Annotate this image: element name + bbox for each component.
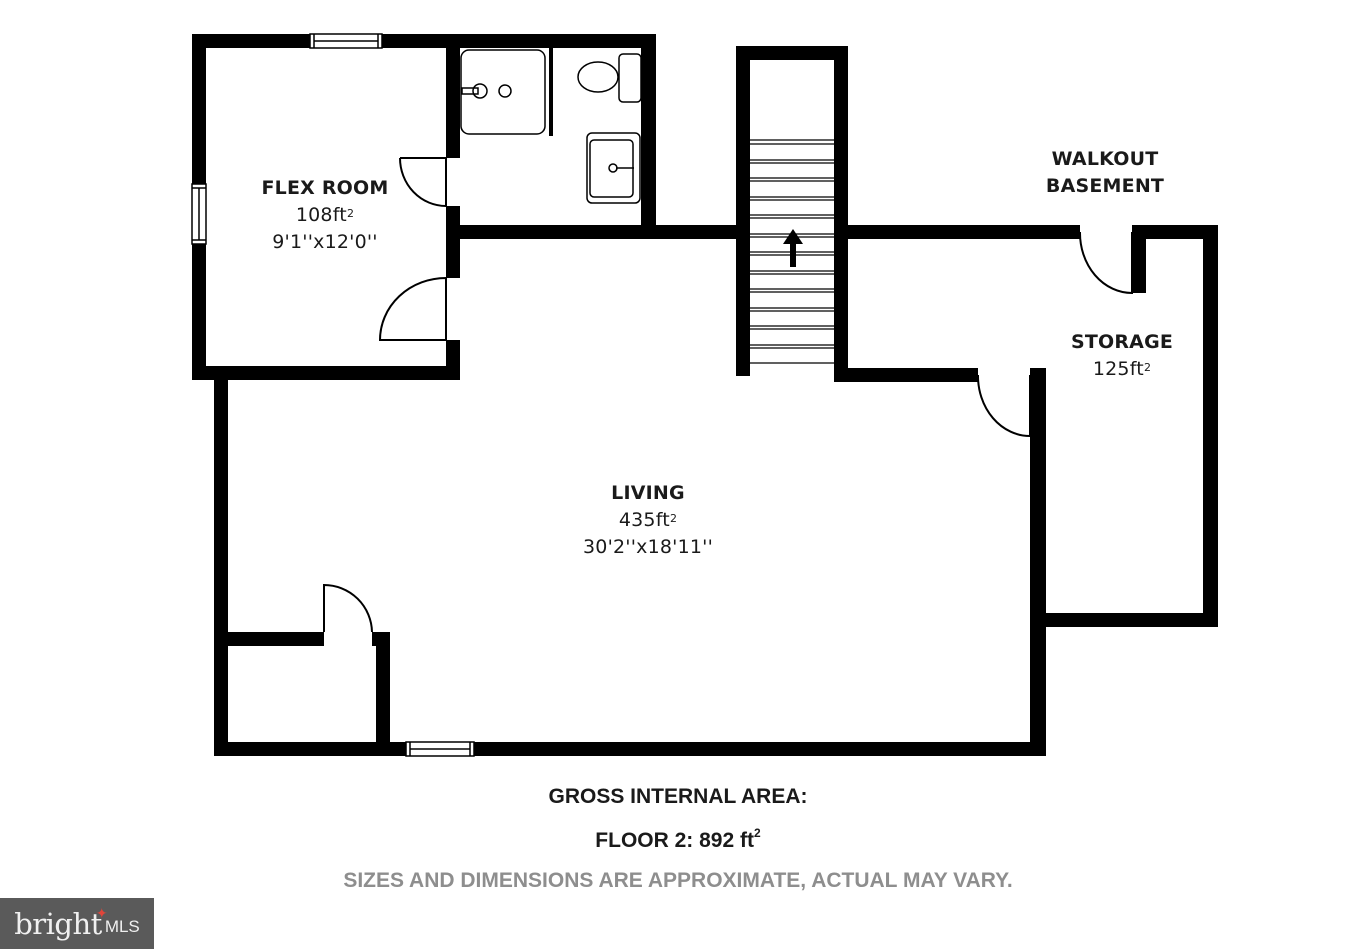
door-flex: [378, 277, 447, 341]
room-area: 108ft2: [295, 204, 355, 226]
stair-treads: [750, 139, 834, 364]
room-label-flex-room: FLEX ROOM 108ft2 9'1''x12'0'': [262, 175, 389, 256]
room-area: 125ft2: [1092, 358, 1152, 380]
floor-total-area: FLOOR 2: 892 ft2: [595, 826, 761, 852]
arrow-up-icon: [783, 229, 803, 267]
room-label-storage: STORAGE 125ft2: [1071, 329, 1173, 383]
window-living-bottom: [405, 741, 475, 757]
room-name: LIVING: [611, 482, 685, 504]
windows: [191, 33, 475, 757]
room-dimensions: 9'1''x12'0'': [272, 231, 378, 253]
walkout-line-2: BASEMENT: [1045, 175, 1165, 197]
window-flex-top: [309, 33, 383, 49]
room-area: 435ft2: [618, 509, 678, 531]
room-name: STORAGE: [1070, 331, 1174, 353]
room-name: FLEX ROOM: [261, 177, 389, 199]
sink-icon: [586, 132, 641, 204]
walls: [192, 34, 1218, 756]
room-label-living: LIVING 435ft2 30'2''x18'11'': [583, 480, 713, 561]
window-flex-left: [191, 183, 207, 245]
gross-internal-area-title: GROSS INTERNAL AREA:: [548, 785, 808, 808]
door-storage: [976, 374, 1031, 438]
logo-suffix: MLS: [104, 916, 140, 936]
toilet-icon: [577, 53, 642, 103]
room-label-walkout-basement: WALKOUT BASEMENT: [1046, 146, 1164, 200]
disclaimer-text: SIZES AND DIMENSIONS ARE APPROXIMATE, AC…: [343, 869, 1013, 892]
room-dimensions: 30'2''x18'11'': [582, 536, 714, 558]
doors: [323, 157, 1133, 633]
door-bath: [399, 157, 447, 208]
bright-mls-logo: bright ✦ MLS: [0, 898, 154, 949]
logo-brand: bright: [14, 906, 102, 941]
door-closet: [323, 583, 373, 633]
door-walkout: [1078, 231, 1133, 295]
shower-icon: [460, 48, 553, 136]
walkout-line-1: WALKOUT: [1051, 148, 1159, 170]
